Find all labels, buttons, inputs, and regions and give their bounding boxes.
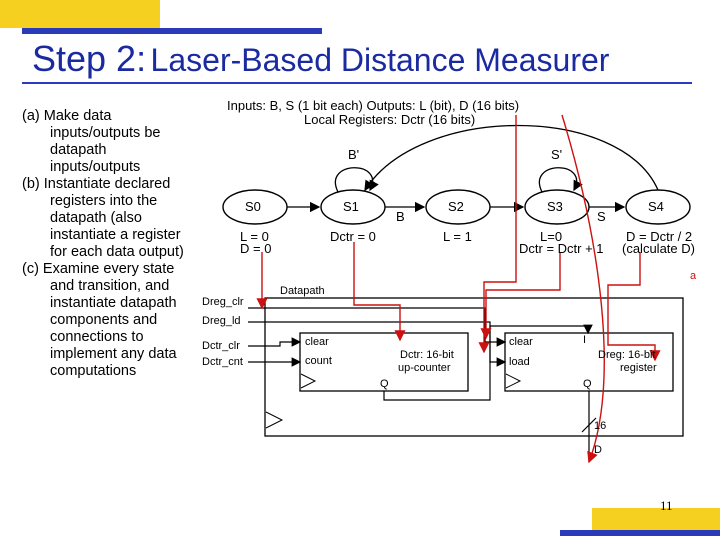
header-decoration [0,0,322,34]
counter-kind: up-counter [398,362,451,374]
transition-label-a: a [690,270,697,282]
header-yellow-bar [0,0,160,28]
counter-port-count: count [305,355,332,367]
s2-action: L = 1 [443,229,472,244]
footer-yellow-bar [592,508,720,530]
red-arrow-d-output [561,114,605,464]
control-dctr-cnt: Dctr_cnt [202,356,243,368]
wire-dreg-clr-internal [265,307,507,347]
slide-title-text: Laser-Based Distance Measurer [150,42,610,78]
state-s1-label: S1 [343,199,359,214]
control-dctr-clr: Dctr_clr [202,340,240,352]
control-dreg-ld: Dreg_ld [202,315,241,327]
s1-action: Dctr = 0 [330,229,376,244]
red-arrow-dreg-load [607,252,661,362]
wire-dctr-clr-internal [265,337,302,347]
footer-decoration [560,508,720,536]
wire-dreg-ld-internal [265,321,507,367]
red-arrow-dctr-count [480,252,561,340]
counter-clock-symbol [300,373,317,389]
fsm-local-registers: Local Registers: Dctr (16 bits) [304,112,476,127]
slide-title: Step 2: Laser-Based Distance Measurer [32,38,609,80]
s4-action-line2: (calculate D) [622,241,695,256]
datapath-box [264,297,684,437]
register-input-i: I [583,334,587,346]
register-port-clear: clear [509,336,533,348]
transition-label-s: S [597,209,606,224]
transition-s4-s1 [364,124,659,192]
s0-action-line1: L = 0 [240,229,269,244]
state-s3-label: S3 [547,199,563,214]
transition-label-s-prime: S' [551,147,563,162]
transition-label-b: B [396,209,405,224]
s4-action-line1: D = Dctr / 2 [626,229,693,244]
state-s2-label: S2 [448,199,464,214]
wire-counter-q-to-reg-i [383,324,593,401]
page-number: 11 [660,498,673,513]
datapath-title: Datapath [280,285,325,297]
transition-label-b-prime: B' [348,147,360,162]
counter-output-q: Q [380,378,389,390]
instruction-a: (a) Make data inputs/outputs be datapath… [22,108,161,175]
instruction-c: (c) Examine every state and transition, … [22,261,177,379]
output-d-label: D [594,444,602,456]
fsm-io-header: Inputs: B, S (1 bit each) Outputs: L (bi… [227,98,520,113]
red-arrow-l-output [478,115,517,354]
register-port-load: load [509,356,530,368]
slide-title-step: Step 2: [32,38,147,79]
header-blue-bar [22,28,322,34]
control-dreg-clr: Dreg_clr [202,296,244,308]
s3-action-line1: L=0 [540,229,563,244]
register-output-q: Q [583,378,592,390]
state-s4-label: S4 [648,199,664,214]
loop-s1 [334,167,379,193]
counter-name: Dctr: 16-bit [400,349,454,361]
datapath-clock-symbol [265,411,284,429]
bus-width-label: 16 [594,420,607,432]
register-kind: register [620,362,657,374]
counter-port-clear: clear [305,336,329,348]
bus-width-slash [581,417,597,433]
instruction-b: (b) Instantiate declared registers into … [22,176,184,260]
s0-action-line2: D = 0 [240,241,272,256]
register-clock-symbol [505,373,522,389]
title-underline [22,82,692,84]
register-name: Dreg: 16-bit [598,349,656,361]
red-arrow-dctr-clr [353,242,406,342]
state-s0-label: S0 [245,199,261,214]
s3-action-line2: Dctr = Dctr + 1 [519,241,604,256]
footer-blue-bar [560,530,720,536]
step-instructions: (a) Make data inputs/outputs be datapath… [22,108,197,380]
loop-s3 [538,167,583,193]
